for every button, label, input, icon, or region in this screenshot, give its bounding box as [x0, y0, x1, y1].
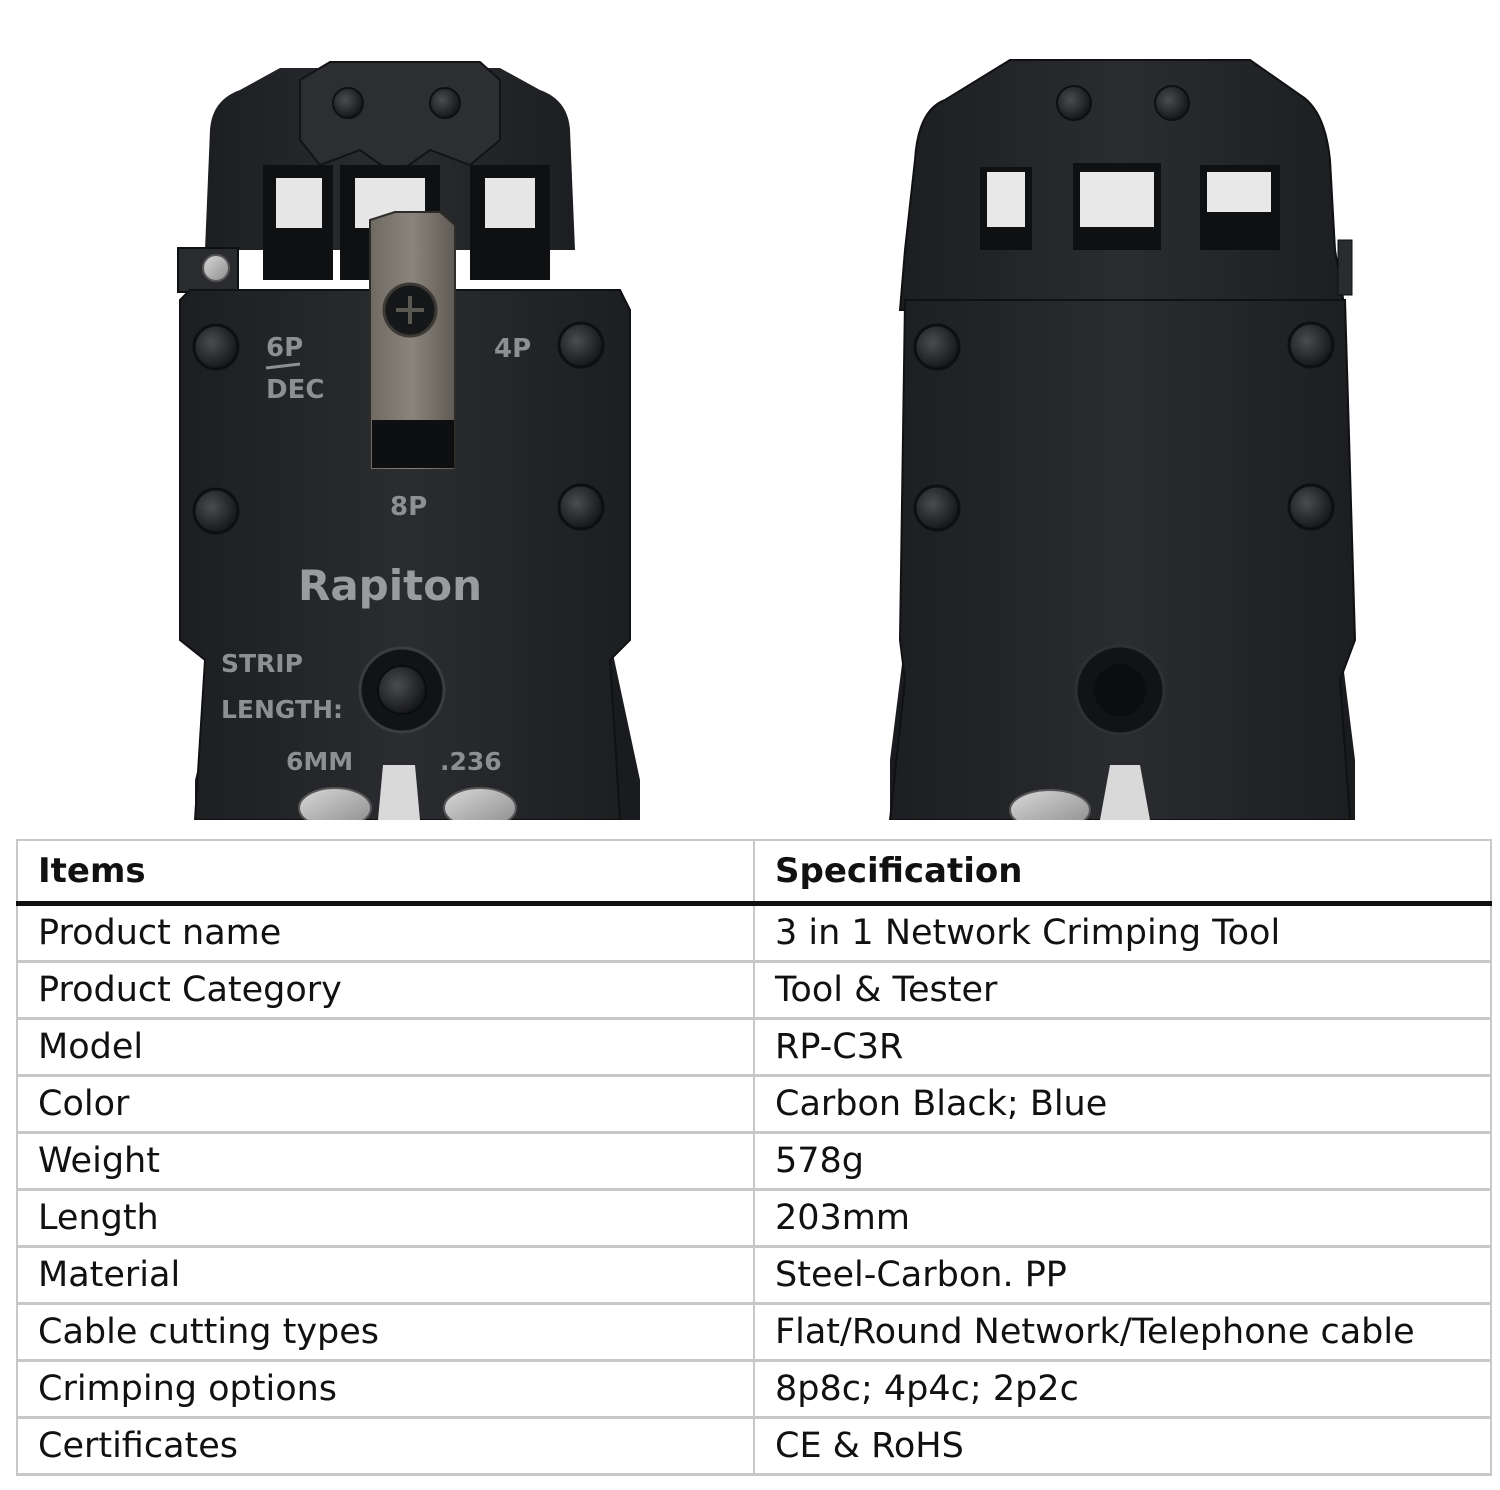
spec-cell: 3 in 1 Network Crimping Tool [753, 903, 1492, 963]
item-cell: Cable cutting types [16, 1303, 755, 1362]
item-cell: Crimping options [16, 1360, 755, 1419]
table-row: Certificates CE & RoHS [16, 1417, 1492, 1476]
spec-cell: CE & RoHS [753, 1417, 1492, 1476]
marking-length: LENGTH: [221, 695, 343, 724]
item-cell: Material [16, 1246, 755, 1305]
table-row: Material Steel-Carbon. PP [16, 1246, 1492, 1305]
marking-6mm: 6MM [286, 747, 353, 776]
table-header-row: Items Specification [16, 839, 1492, 906]
table-row: Product name 3 in 1 Network Crimping Too… [16, 903, 1492, 963]
table-row: Cable cutting types Flat/Round Network/T… [16, 1303, 1492, 1362]
header-items: Items [16, 839, 755, 906]
item-cell: Certificates [16, 1417, 755, 1476]
item-cell: Color [16, 1075, 755, 1134]
crimping-tool-photos: 6P DEC 4P 8P Rapiton STRIP LENGTH: 6MM .… [177, 59, 1357, 820]
marking-8p: 8P [390, 492, 427, 522]
item-cell: Length [16, 1189, 755, 1248]
spec-cell: Flat/Round Network/Telephone cable [753, 1303, 1492, 1362]
spec-cell: Tool & Tester [753, 961, 1492, 1020]
table-row: Color Carbon Black; Blue [16, 1075, 1492, 1134]
header-specification: Specification [753, 839, 1492, 906]
spec-cell: Carbon Black; Blue [753, 1075, 1492, 1134]
marking-236: .236 [440, 747, 502, 776]
item-cell: Model [16, 1018, 755, 1077]
table-row: Model RP-C3R [16, 1018, 1492, 1077]
specification-table: Items Specification Product name 3 in 1 … [16, 839, 1492, 1476]
marking-6p: 6P [266, 333, 303, 363]
brand-logo: Rapiton [298, 561, 482, 610]
item-cell: Product name [16, 903, 755, 963]
spec-cell: 8p8c; 4p4c; 2p2c [753, 1360, 1492, 1419]
marking-dec: DEC [266, 375, 324, 405]
marking-strip: STRIP [221, 649, 303, 678]
product-photos: 6P DEC 4P 8P Rapiton STRIP LENGTH: 6MM .… [177, 59, 1357, 820]
spec-cell: RP-C3R [753, 1018, 1492, 1077]
spec-cell: 578g [753, 1132, 1492, 1191]
table-row: Product Category Tool & Tester [16, 961, 1492, 1020]
spec-cell: Steel-Carbon. PP [753, 1246, 1492, 1305]
table-row: Length 203mm [16, 1189, 1492, 1248]
table-row: Crimping options 8p8c; 4p4c; 2p2c [16, 1360, 1492, 1419]
item-cell: Product Category [16, 961, 755, 1020]
item-cell: Weight [16, 1132, 755, 1191]
table-row: Weight 578g [16, 1132, 1492, 1191]
tool-front-view: 6P DEC 4P 8P Rapiton STRIP LENGTH: 6MM .… [177, 61, 640, 820]
tool-back-view [888, 59, 1357, 820]
spec-cell: 203mm [753, 1189, 1492, 1248]
marking-4p: 4P [494, 334, 531, 364]
